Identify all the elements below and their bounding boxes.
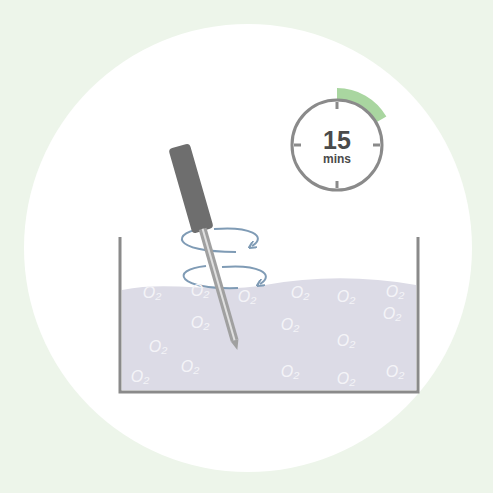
timer-face (292, 100, 382, 190)
oxygen-label: O₂ (149, 339, 168, 355)
timer-tick (336, 102, 339, 109)
probe-tip (231, 339, 241, 351)
timer-tick (294, 144, 301, 147)
oxygen-label: O₂ (191, 283, 210, 299)
oxygen-label: O₂ (386, 284, 405, 300)
oxygen-label: O₂ (337, 333, 356, 349)
oxygen-label: O₂ (337, 371, 356, 387)
timer-tick (373, 144, 380, 147)
timer-tick (336, 181, 339, 188)
timer-number: 15 (323, 128, 351, 153)
oxygen-label: O₂ (386, 364, 405, 380)
timer-circle: 15mins (289, 97, 385, 193)
probe (168, 143, 248, 353)
container (120, 237, 418, 392)
rotation-arrow (214, 228, 258, 246)
rotation-arrow (222, 266, 266, 284)
oxygen-label: O₂ (238, 289, 257, 305)
oxygen-label: O₂ (143, 285, 162, 301)
probe-handle (168, 143, 213, 234)
liquid (122, 278, 416, 390)
background-circle (24, 24, 472, 472)
timer-unit: mins (323, 153, 351, 166)
oxygen-label: O₂ (181, 359, 200, 375)
oxygen-label: O₂ (191, 315, 210, 331)
oxygen-label: O₂ (281, 364, 300, 380)
oxygen-label: O₂ (383, 306, 402, 322)
oxygen-label: O₂ (131, 369, 150, 385)
oxygen-label: O₂ (291, 285, 310, 301)
oxygen-label: O₂ (281, 317, 300, 333)
oxygen-label: O₂ (337, 289, 356, 305)
